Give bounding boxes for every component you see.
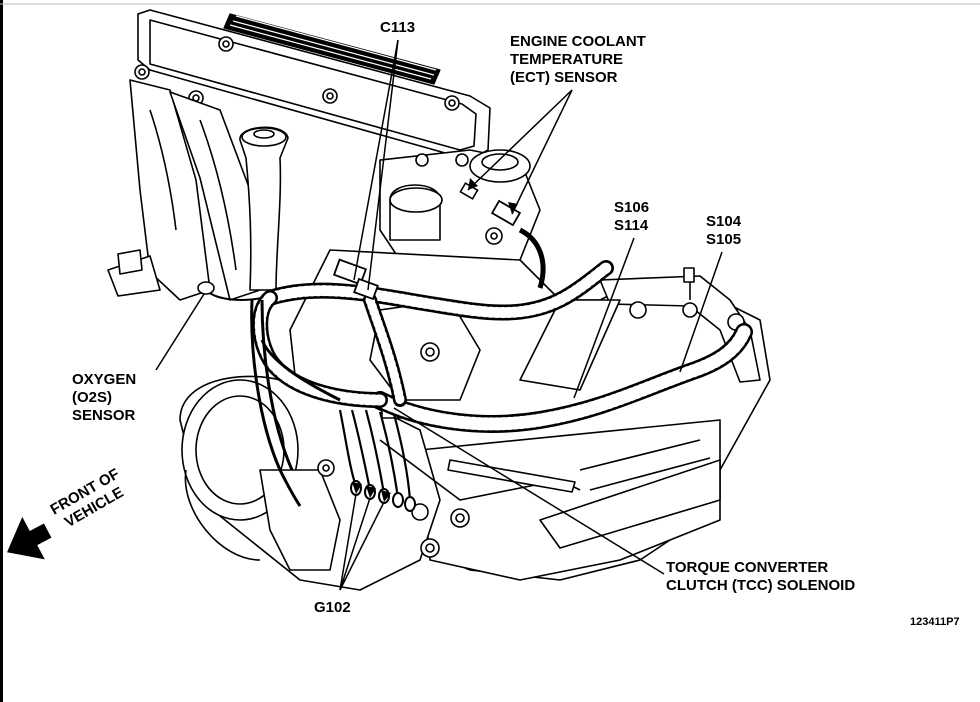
label-ect-line1: ENGINE COOLANT [510, 33, 646, 50]
s104-leader [679, 251, 723, 373]
label-o2s-line2: (O2S) [72, 389, 112, 406]
callout-arrowheads [352, 178, 518, 502]
ect-leader-1 [467, 89, 573, 191]
ect-leader-2 [511, 89, 573, 215]
label-ect-line3: (ECT) SENSOR [510, 69, 618, 86]
g102-leader-2 [339, 497, 371, 591]
label-s104: S104 [706, 213, 742, 230]
g102-leader-1 [339, 493, 357, 591]
label-g102: G102 [314, 599, 351, 616]
label-c113: C113 [380, 19, 415, 36]
label-o2s-line3: SENSOR [72, 407, 136, 424]
figure-code: 123411P7 [910, 616, 960, 628]
label-s114: S114 [614, 217, 649, 234]
label-tcc-line2: CLUTCH (TCC) SOLENOID [666, 577, 855, 594]
label-tcc-line1: TORQUE CONVERTER [666, 559, 828, 576]
label-o2s-line1: OXYGEN [72, 371, 136, 388]
s106-leader [573, 237, 635, 399]
g102-leader-3 [339, 501, 385, 591]
label-s105: S105 [706, 231, 741, 248]
callout-lines [155, 39, 723, 591]
label-ect-line2: TEMPERATURE [510, 51, 623, 68]
wiring-harness [197, 182, 753, 512]
o2s-leader [155, 293, 205, 371]
front-of-vehicle-arrow [7, 516, 52, 560]
c113-leader-2 [367, 39, 399, 291]
c113-leader-1 [353, 39, 399, 281]
tcc-leader [393, 407, 665, 575]
label-s106: S106 [614, 199, 649, 216]
